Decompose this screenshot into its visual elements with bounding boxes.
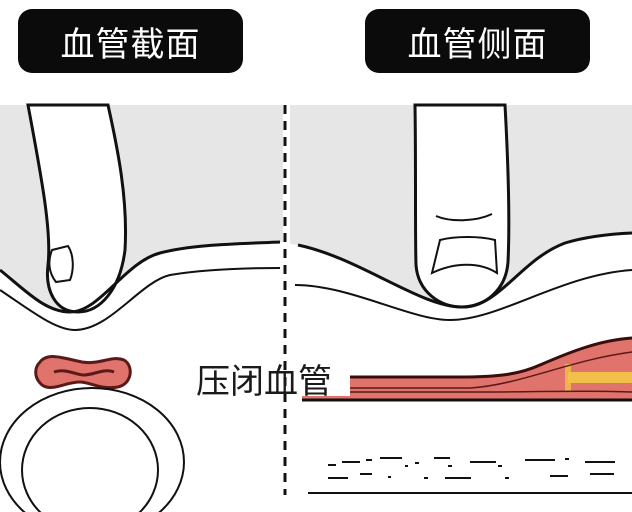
fingernail-left [48,244,74,284]
blood-flow-yellow [568,372,632,383]
fingernail-right [430,236,499,275]
occluded-vessel-side-view [302,338,632,400]
vessel-inner-line-1 [350,351,632,389]
label-side-view: 血管侧面 [365,9,590,73]
skin-lower-right [294,269,632,322]
vessel-lumen-cross-section [53,369,115,377]
nail-crease-right [435,213,493,222]
bone-texture-dashes [328,457,615,479]
skin-surface-right [297,231,632,309]
bone-ring-inner [21,407,159,512]
occluded-vessel-cross-section [34,355,132,390]
blood-flow-front [565,364,571,392]
vessel-inner-line-2 [350,390,632,393]
skin-lower-left [0,267,281,332]
finger-right [413,103,511,309]
skin-surface-left [0,240,281,314]
vessel-top-wall [350,336,632,379]
label-occluded-vessel: 压闭血管 [196,362,332,402]
label-cross-section: 血管截面 [18,9,243,73]
